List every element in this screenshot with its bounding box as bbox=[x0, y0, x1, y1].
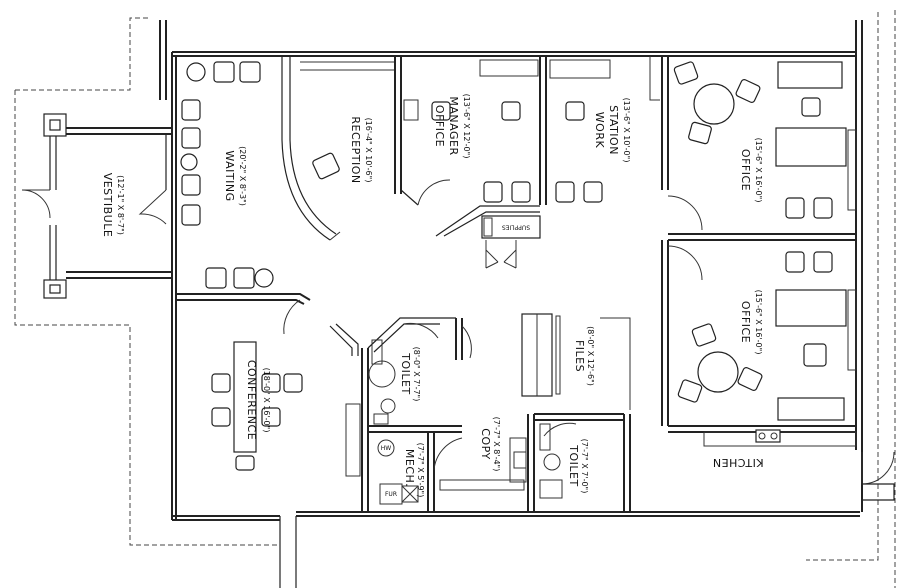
toilet-right-room: TOILET (7'-7" X 7'-0") bbox=[539, 422, 589, 499]
reception-dims: (16'-4" X 10'-6") bbox=[364, 118, 373, 183]
copy-label: COPY bbox=[479, 428, 492, 459]
kitchen-area: KITCHEN bbox=[668, 425, 895, 501]
mech-label: MECH. bbox=[403, 449, 416, 487]
office-bottom-label: OFFICE bbox=[739, 301, 752, 343]
office-top-room: OFFICE (15'-6" X 16'-0") bbox=[667, 61, 857, 241]
mech-room: HW FUR MECH. (7'-7" X 5'-9") bbox=[377, 432, 435, 512]
conference-room: CONFERENCE (18'-0" X 16'-0") bbox=[176, 293, 369, 512]
conference-dims: (18'-0" X 16'-0") bbox=[262, 368, 271, 433]
files-label: FILES bbox=[573, 340, 586, 372]
files-room: FILES (8'-0" X 12'-6") bbox=[521, 313, 631, 512]
furnace-label: FUR bbox=[385, 491, 397, 498]
office-top-dims: (15'-6" X 16'-0") bbox=[754, 138, 763, 203]
waiting-dims: (20'-2" X 8'-3") bbox=[238, 146, 247, 206]
supplies-label: SUPPLIES bbox=[502, 224, 530, 231]
toilet-right-label: TOILET bbox=[567, 444, 580, 486]
office-manager-label-2: MANAGER bbox=[447, 96, 460, 155]
water-heater-label: HW bbox=[381, 445, 392, 452]
mech-dims: (7'-7" X 5'-9") bbox=[416, 443, 425, 498]
copy-room: COPY (7'-7" X 8'-4") bbox=[433, 414, 535, 512]
vestibule-dims: (12'-1" X 8'-7") bbox=[116, 175, 125, 235]
toilet-right-dims: (7'-7" X 7'-0") bbox=[580, 439, 589, 494]
work-station-label-2: STATION bbox=[607, 105, 620, 155]
toilet-left-room: TOILET (8'-0" X 7'-7") bbox=[367, 317, 472, 433]
work-station-dims: (13'-6" X 10'-0") bbox=[622, 98, 631, 163]
reception-label: RECEPTION bbox=[349, 116, 362, 183]
waiting-area: WAITING (20'-2" X 8'-3") bbox=[180, 61, 274, 289]
office-manager-dims: (13'-6" X 12'-0") bbox=[462, 94, 471, 159]
exterior-outline bbox=[14, 10, 896, 588]
office-top-label: OFFICE bbox=[739, 149, 752, 191]
kitchen-label: KITCHEN bbox=[712, 456, 763, 469]
conference-label: CONFERENCE bbox=[245, 360, 258, 440]
bottom-windows bbox=[200, 511, 800, 521]
reception-room: RECEPTION (16'-4" X 10'-6") bbox=[281, 56, 395, 241]
files-dims: (8'-0" X 12'-6") bbox=[586, 326, 595, 386]
office-manager-room: OFFICE MANAGER (13'-6" X 12'-0") bbox=[394, 56, 547, 237]
toilet-left-label: TOILET bbox=[399, 352, 412, 394]
office-bottom-dims: (15'-6" X 16'-0") bbox=[754, 290, 763, 355]
office-manager-label-1: OFFICE bbox=[433, 105, 446, 147]
toilet-left-dims: (8'-0" X 7'-7") bbox=[412, 347, 421, 402]
supplies-closet: SUPPLIES bbox=[481, 215, 541, 269]
work-station-label-1: WORK bbox=[593, 112, 606, 149]
office-bottom-room: OFFICE (15'-6" X 16'-0") bbox=[661, 240, 857, 426]
vestibule-label: VESTIBULE bbox=[101, 173, 114, 238]
work-station-room: WORK STATION (13'-6" X 10'-0") bbox=[549, 56, 669, 203]
waiting-label: WAITING bbox=[223, 150, 236, 201]
copy-dims: (7'-7" X 8'-4") bbox=[492, 417, 501, 472]
vestibule-room: VESTIBULE (12'-1" X 8'-7") bbox=[21, 113, 173, 299]
